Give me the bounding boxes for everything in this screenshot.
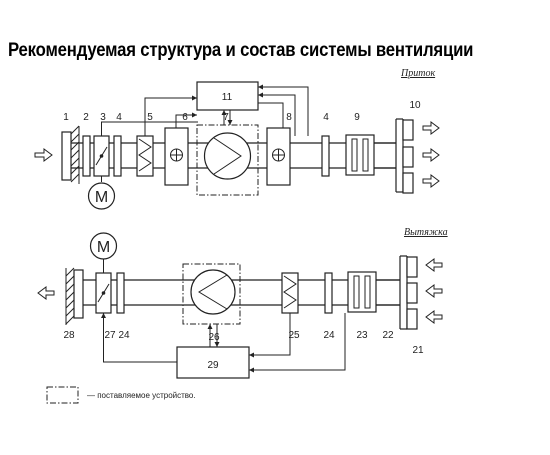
supply-label-9: 9 <box>354 112 360 123</box>
exhaust-motor-symbol: M <box>97 239 110 256</box>
exhaust-component-labels: 28 27 24 26 25 24 23 22 21 29 <box>63 330 424 371</box>
exhaust-section-label: Вытяжка <box>404 227 448 238</box>
supply-fan <box>196 124 259 196</box>
supply-label-8: 8 <box>286 112 292 123</box>
supply-label-7: 7 <box>223 112 229 123</box>
exhaust-label-24: 24 <box>118 330 130 341</box>
exhaust-label-24b: 24 <box>323 330 335 341</box>
exhaust-label-29: 29 <box>207 360 219 371</box>
supply-flex-connector-3 <box>321 135 330 177</box>
exhaust-intake-grilles <box>376 255 443 330</box>
supply-section-label: Приток <box>400 68 435 79</box>
exhaust-silencer <box>347 271 377 313</box>
supply-filter <box>136 135 154 177</box>
legend: — поставляемое устройство. <box>46 386 196 404</box>
supply-label-2: 2 <box>83 112 89 123</box>
supply-label-4: 4 <box>116 112 122 123</box>
supply-silencer <box>345 134 375 176</box>
exhaust-air-damper <box>95 259 112 314</box>
exhaust-label-22: 22 <box>382 330 394 341</box>
supply-label-10: 10 <box>409 100 421 111</box>
supply-label-5: 5 <box>147 112 153 123</box>
legend-text: — поставляемое устройство. <box>87 391 196 400</box>
exhaust-label-21: 21 <box>412 345 424 356</box>
legend-swatch <box>46 386 79 404</box>
supply-label-4b: 4 <box>323 112 329 123</box>
exhaust-control-unit <box>176 346 250 379</box>
supply-label-11: 11 <box>222 92 233 103</box>
exhaust-label-23: 23 <box>356 330 368 341</box>
diagram-title: Рекомендуемая структура и состав системы… <box>8 40 474 61</box>
exhaust-grille <box>65 267 84 325</box>
supply-label-3: 3 <box>100 112 106 123</box>
exhaust-flex-connector <box>116 272 125 314</box>
exhaust-outlet-arrow <box>37 286 55 300</box>
supply-control-unit <box>196 81 259 111</box>
supply-grille <box>61 125 80 184</box>
supply-cooler <box>266 127 291 186</box>
exhaust-label-28: 28 <box>63 330 75 341</box>
supply-motor-symbol: M <box>95 189 108 206</box>
supply-control-links <box>101 84 309 136</box>
supply-heater <box>164 127 189 186</box>
supply-flex-connector <box>82 135 91 177</box>
exhaust-filter <box>281 272 299 314</box>
exhaust-label-26: 26 <box>208 332 220 343</box>
supply-flex-connector-2 <box>113 135 122 177</box>
exhaust-fan <box>182 263 241 325</box>
supply-component-labels: 1 2 3 4 5 6 7 8 4 9 10 11 <box>63 92 421 123</box>
supply-intake-arrow <box>34 148 53 162</box>
supply-label-1: 1 <box>63 112 69 123</box>
exhaust-label-25: 25 <box>288 330 300 341</box>
supply-damper-motor: M <box>87 182 116 210</box>
exhaust-label-27: 27 <box>104 330 116 341</box>
exhaust-flex-connector-2 <box>324 272 333 314</box>
exhaust-control-links <box>101 313 346 373</box>
supply-air-damper <box>93 135 110 182</box>
supply-label-6: 6 <box>182 112 188 123</box>
exhaust-damper-motor: M <box>89 232 118 260</box>
supply-diffusers <box>374 118 440 194</box>
